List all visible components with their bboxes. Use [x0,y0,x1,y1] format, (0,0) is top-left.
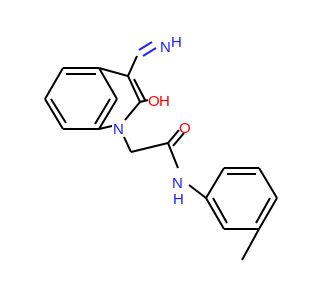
tolyl-ring [205,167,278,230]
acetamide-linker [123,129,185,169]
atom-nh-hydrazone: N [160,39,171,56]
methyl-group [241,228,260,261]
indole-benzene-ring [44,67,118,130]
hydrazone-group [127,41,157,77]
hydroxyl-group [139,99,149,103]
atom-hydroxyl-label: O [148,93,160,110]
indole-pyrrole-ring [98,67,146,130]
atom-amide-h: H [173,191,184,208]
atom-indole-n: N [113,121,124,138]
molecule-diagram: N H O H N O N H [44,34,278,261]
atom-amide-n: N [172,175,183,192]
anilide-bond [188,184,207,199]
atom-amide-o: O [179,120,191,137]
atom-h-hydrazone: H [171,34,182,51]
atom-h-hydroxyl: H [159,93,170,110]
